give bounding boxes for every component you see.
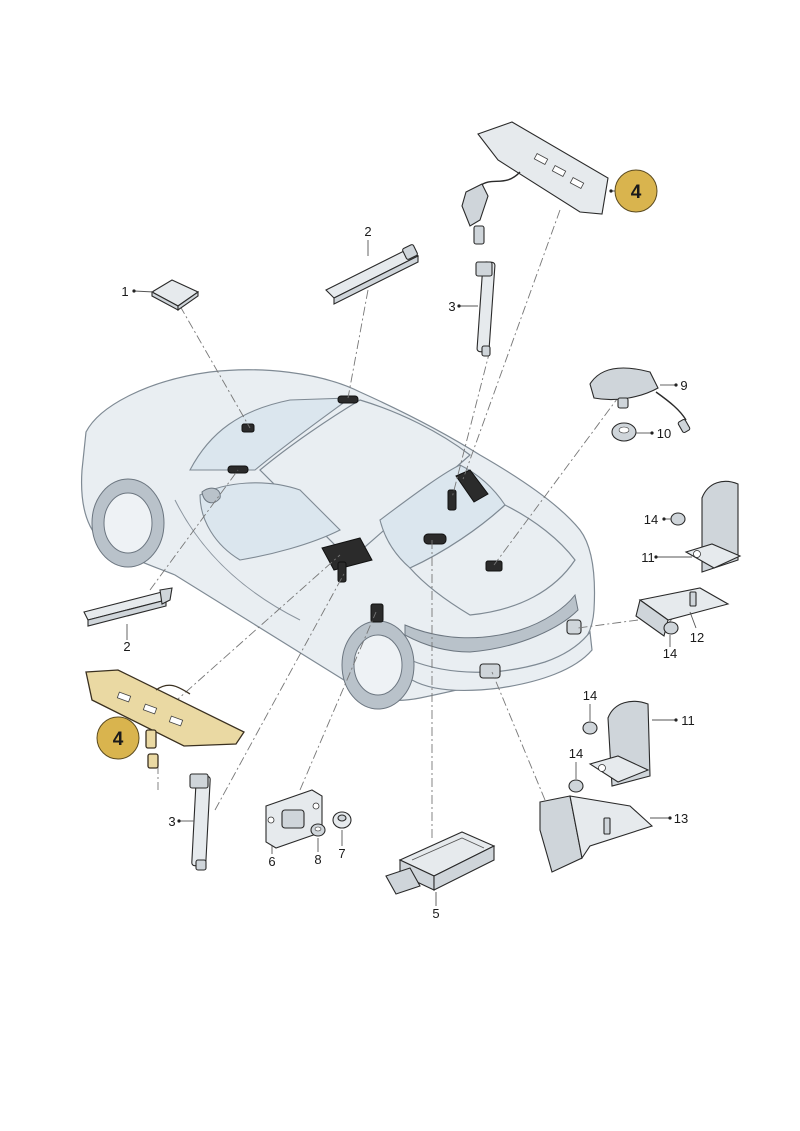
part-9-antenna-housing [589,367,691,434]
callout-10: 10 [657,426,671,441]
badge-4-lower: 4 [96,716,140,760]
part-13-large-bracket [539,795,654,873]
part-11-lower-bracket [588,700,651,787]
leader-lines [126,190,697,906]
callout-14-b: 14 [663,646,677,661]
part-8-nut [310,823,326,837]
callout-1: 1 [121,284,128,299]
callout-14-c: 14 [583,688,597,703]
callout-11-upper: 11 [641,550,655,565]
callout-14-a: 14 [644,512,658,527]
badge-4-upper: 4 [614,169,658,213]
callout-9: 9 [680,378,687,393]
part-10-nut [611,422,637,442]
callout-11-lower: 11 [681,713,695,728]
part-1-sensor [150,279,200,312]
callout-2-upper: 2 [364,224,371,239]
part-4-lower-plate [85,669,245,769]
callout-5: 5 [432,906,439,921]
callout-labels: 1 2 3 2 3 5 6 7 8 9 10 14 11 12 14 14 11… [121,224,704,921]
part-6-bracket [265,789,323,849]
callout-4-upper: 4 [631,182,642,203]
callout-8: 8 [314,852,321,867]
callout-13: 13 [674,811,688,826]
part-5-control-unit [385,831,496,895]
part-7-grommet [332,811,352,829]
part-11-upper-bracket [684,480,742,573]
part-4-upper-plate [461,121,609,245]
leader-dots [132,189,678,823]
part-3-lower-rod [189,773,211,871]
callout-3-upper: 3 [448,299,455,314]
callout-14-d: 14 [569,746,583,761]
callout-2-lower: 2 [123,639,130,654]
callout-6: 6 [268,854,275,869]
callout-4-lower: 4 [113,729,124,750]
part-2-lower-bar [83,587,173,627]
part-2-upper-bar [325,244,419,305]
callout-3-lower: 3 [168,814,175,829]
part-12-flat-bracket [635,587,730,637]
part-14-nuts [568,512,686,793]
callout-12: 12 [690,630,704,645]
part-3-upper-rod [475,261,496,357]
car-illustration [80,369,596,710]
callout-7: 7 [338,846,345,861]
